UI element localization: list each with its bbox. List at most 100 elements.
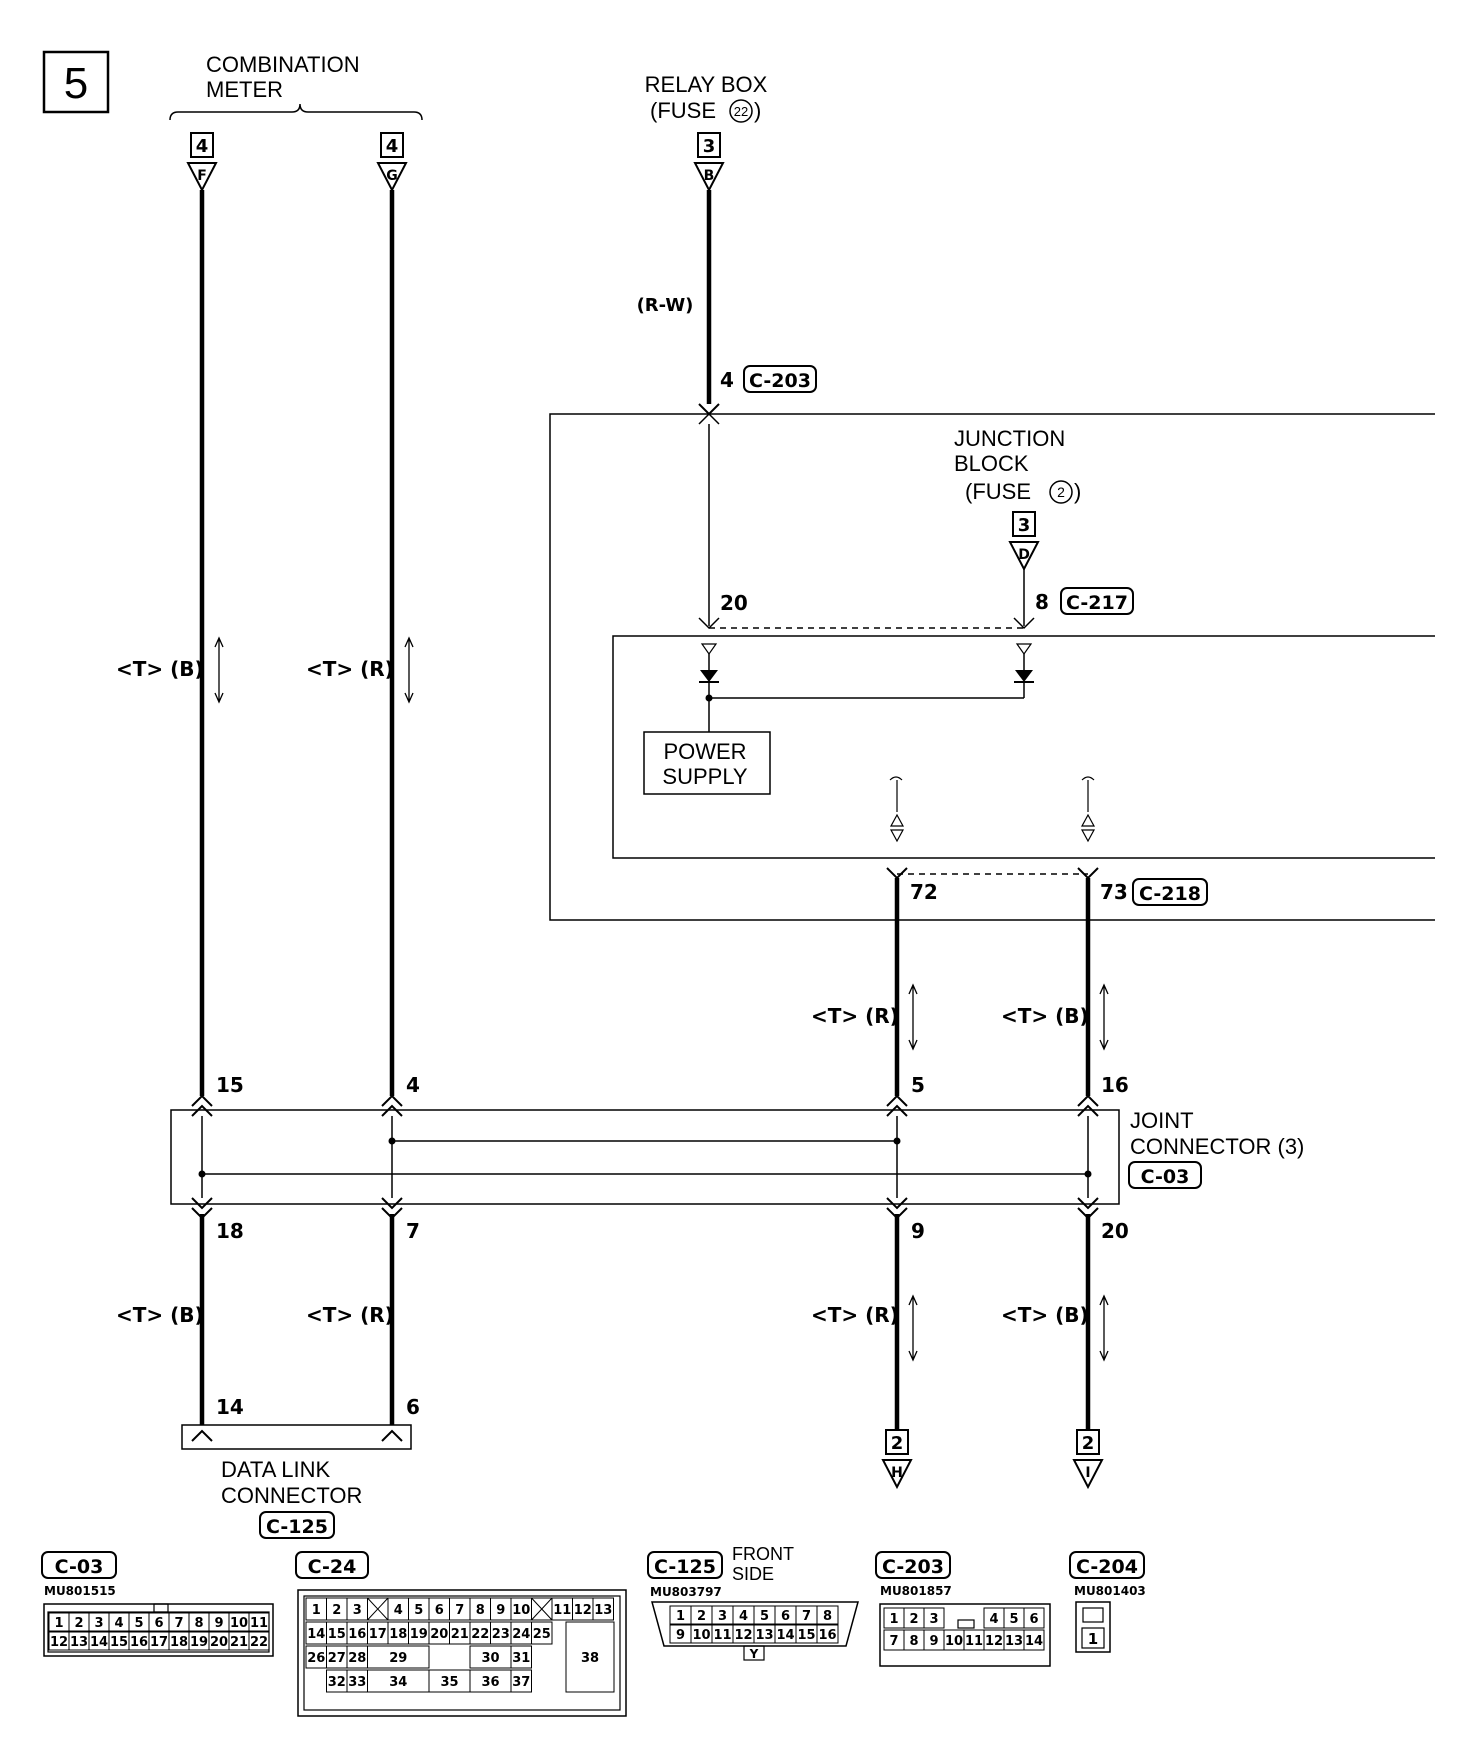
pin-c203-4: 4 (720, 368, 734, 392)
c24-pin-17: 17 (369, 1627, 387, 1642)
c203-pin-3-cell (923, 1607, 945, 1629)
signal-direction-arrows (214, 636, 1109, 1362)
connector-tag-c03[interactable] (1128, 1161, 1202, 1189)
c24-pin-15: 15 (328, 1627, 346, 1642)
ref-g-triangle (376, 162, 408, 193)
ref-f[interactable]: 4 F (186, 132, 218, 193)
connector-tag-c218[interactable] (1132, 878, 1208, 906)
wire-label-g-top: <T> (R) (306, 657, 394, 681)
c03-pin-7: 7 (174, 1616, 183, 1631)
module-terminal-72 (889, 776, 905, 843)
wire-label-73: <T> (B) (1001, 1004, 1089, 1028)
wire-label-f-top: <T> (B) (116, 657, 204, 681)
connector-tag-c203[interactable] (743, 365, 817, 393)
c03-pin-22: 22 (250, 1635, 268, 1650)
c24-pin-31-cell (510, 1645, 532, 1669)
ref-d-letter: D (1018, 547, 1030, 563)
relay-box-line2-end: ) (754, 98, 761, 123)
module-terminal-73 (1080, 776, 1096, 843)
ref-i[interactable]: 2 I (1072, 1429, 1104, 1490)
c125-pin-2: 2 (697, 1609, 706, 1624)
pin-c218-72: 72 (910, 880, 938, 904)
c203-pin-13: 13 (1005, 1634, 1023, 1649)
data-link-connector-name: C-125 (266, 1516, 328, 1538)
wire-label-h-bottom: <T> (R) (811, 1303, 899, 1327)
ref-f-page: 4 (196, 136, 209, 157)
wire-label-i-bottom: <T> (B) (1001, 1303, 1089, 1327)
junction-block-outline (549, 413, 1435, 921)
c203-pin-6: 6 (1029, 1612, 1038, 1627)
c125-pin-8-cell (816, 1605, 839, 1625)
diode-left (700, 670, 718, 682)
c24-pin-18: 18 (389, 1627, 407, 1642)
c03-pin-1: 1 (54, 1616, 63, 1631)
ref-b-letter: B (704, 168, 715, 184)
c24-pin-25: 25 (533, 1627, 551, 1642)
ref-h[interactable]: 2 H (881, 1429, 913, 1490)
relay-fuse-number: 22 (734, 104, 748, 119)
pin-d14: 14 (216, 1395, 244, 1419)
c03-pin-16: 16 (130, 1635, 148, 1650)
ref-d-page: 3 (1018, 515, 1031, 536)
c203-pin-14-cell (1023, 1629, 1045, 1651)
terminal-c203 (698, 403, 720, 416)
pin-j9: 9 (911, 1219, 925, 1243)
joint-connector-name: C-03 (1141, 1166, 1190, 1188)
c03-pin-14: 14 (90, 1635, 108, 1650)
c24-pin-4: 4 (394, 1603, 403, 1618)
c125-name: C-125 (654, 1556, 716, 1578)
c24-pin-28: 28 (348, 1651, 366, 1666)
junction-module-outline (612, 635, 1435, 859)
c24-pin-19: 19 (410, 1627, 428, 1642)
joint-internal-links (201, 1116, 1089, 1198)
wire-labels: <T> (B) <T> (R) <T> (R) <T> (B) <T> (B) … (116, 657, 1089, 1327)
c24-pin-25-cell (531, 1621, 553, 1645)
pin-d6: 6 (406, 1395, 420, 1419)
c203-pin-11: 11 (965, 1634, 983, 1649)
c204-name: C-204 (1076, 1556, 1138, 1578)
c125-pin-14: 14 (776, 1628, 794, 1643)
c203-pin-9: 9 (929, 1634, 938, 1649)
c03-pin-3: 3 (94, 1616, 103, 1631)
ref-g[interactable]: 4 G (376, 132, 408, 193)
c24-pin-38-cell (565, 1621, 615, 1693)
c203-name: C-203 (882, 1556, 944, 1578)
c03-pin-22-cell (248, 1631, 270, 1651)
c24-pin-blank11-blank (531, 1597, 553, 1621)
c24-pin-30: 30 (481, 1651, 499, 1666)
c24-pin-20: 20 (430, 1627, 448, 1642)
wire-label-g-bottom: <T> (R) (306, 1303, 394, 1327)
ref-b[interactable]: 3 B (693, 132, 725, 193)
c203-pin-1: 1 (889, 1612, 898, 1627)
pin-j20: 20 (1101, 1219, 1129, 1243)
connector-face-c204[interactable]: C-204 MU801403 1 (1069, 1551, 1146, 1653)
connector-tag-c125[interactable] (259, 1511, 335, 1539)
connector-tag-c218-text: C-218 (1139, 883, 1201, 905)
c03-part: MU801515 (44, 1584, 116, 1598)
c24-pin-9: 9 (496, 1603, 505, 1618)
c03-pin-20: 20 (210, 1635, 228, 1650)
c203-pin-4: 4 (989, 1612, 998, 1627)
combination-meter-brace (169, 103, 423, 121)
junction-block-line2: BLOCK (954, 451, 1029, 476)
c24-pin-13: 13 (594, 1603, 612, 1618)
c03-pin-10: 10 (230, 1616, 248, 1631)
c125-pin-11: 11 (713, 1628, 731, 1643)
c03-pin-15: 15 (110, 1635, 128, 1650)
c03-pin-19: 19 (190, 1635, 208, 1650)
combination-meter-line1: COMBINATION (206, 52, 360, 77)
wire-label-f-bottom: <T> (B) (116, 1303, 204, 1327)
joint-connector-box (170, 1109, 1120, 1205)
connector-tag-c217[interactable] (1060, 587, 1134, 615)
c03-pin-2: 2 (74, 1616, 83, 1631)
c24-pin-37: 37 (512, 1675, 530, 1690)
c24-pin-37-cell (510, 1669, 532, 1693)
c24-pin-24: 24 (512, 1627, 530, 1642)
ref-d[interactable]: 3 D (1008, 511, 1040, 572)
ref-f-letter: F (197, 168, 207, 184)
joint-connector-line2: CONNECTOR (3) (1130, 1134, 1304, 1159)
